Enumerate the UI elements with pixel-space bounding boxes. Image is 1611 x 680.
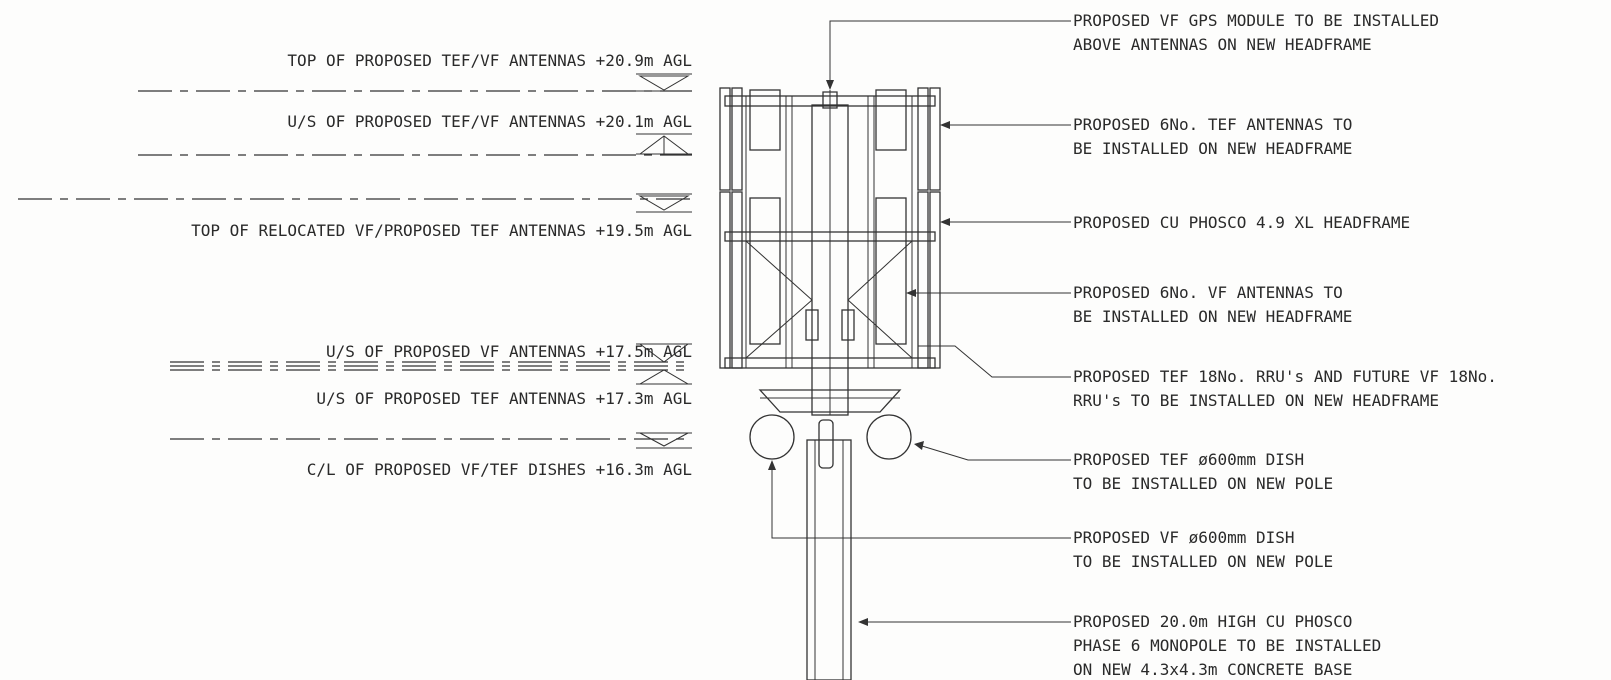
- level-label-dishes-cl: C/L OF PROPOSED VF/TEF DISHES +16.3m AGL: [307, 460, 692, 479]
- monopole-structure: [719, 87, 941, 680]
- left-frame-upper: [719, 87, 731, 191]
- level-marker-19-5: [636, 193, 692, 213]
- right-frame-lower: [917, 191, 929, 369]
- leader-tef-dish: [921, 445, 1071, 461]
- tef-antenna-right: [875, 89, 907, 151]
- vf-antenna-left: [749, 197, 781, 345]
- left-frame-lower-b: [731, 191, 743, 369]
- callout-vf-dish-line-1: PROPOSED VF ø600mm DISH: [1073, 528, 1295, 547]
- callout-rru-line-1: PROPOSED TEF 18No. RRU's AND FUTURE VF 1…: [1073, 367, 1497, 386]
- level-label-us-tef-vf: U/S OF PROPOSED TEF/VF ANTENNAS +20.1m A…: [287, 112, 692, 131]
- dish-mount: [818, 419, 834, 469]
- callout-tef-dish-line-2: TO BE INSTALLED ON NEW POLE: [1073, 474, 1333, 493]
- level-marker-17-5: [636, 343, 692, 385]
- vf-dish: [749, 414, 795, 460]
- rru-right: [841, 309, 855, 341]
- leader-vf-dish-arrow: [768, 460, 776, 470]
- headframe-low-bar: [724, 357, 936, 369]
- callout-rru-line-2: RRU's TO BE INSTALLED ON NEW HEADFRAME: [1073, 391, 1439, 410]
- left-frame-lower: [719, 191, 731, 369]
- leader-monopole-arrow: [858, 618, 868, 626]
- callout-gps-line-1: PROPOSED VF GPS MODULE TO BE INSTALLED: [1073, 11, 1439, 30]
- monopole: [806, 439, 852, 680]
- leader-lines: [768, 20, 1071, 626]
- callout-tef-antennas-line-1: PROPOSED 6No. TEF ANTENNAS TO: [1073, 115, 1352, 134]
- headframe-bracket: [758, 389, 902, 413]
- leader-vf-dish: [771, 466, 1071, 539]
- leader-vf-antennas-arrow: [906, 289, 916, 297]
- right-frame-lower-b: [929, 191, 941, 369]
- left-frame-upper-b: [731, 87, 743, 191]
- level-lines: [18, 73, 692, 449]
- right-frame-upper-b: [929, 87, 941, 191]
- callout-monopole-line-3: ON NEW 4.3x4.3m CONCRETE BASE: [1073, 660, 1352, 679]
- callout-vf-antennas-line-2: BE INSTALLED ON NEW HEADFRAME: [1073, 307, 1352, 326]
- right-frame-upper: [917, 87, 929, 191]
- leader-tef-dish-arrow: [914, 441, 924, 450]
- leader-gps-arrow: [826, 80, 834, 90]
- level-label-us-vf: U/S OF PROPOSED VF ANTENNAS +17.5m AGL: [326, 342, 692, 361]
- leader-headframe-arrow: [940, 218, 950, 226]
- callout-tef-dish-line-1: PROPOSED TEF ø600mm DISH: [1073, 450, 1304, 469]
- level-marker-16-3: [636, 432, 692, 449]
- level-labels: TOP OF PROPOSED TEF/VF ANTENNAS +20.9m A…: [191, 51, 692, 479]
- gps-module: [822, 91, 838, 109]
- leader-gps: [829, 20, 1071, 84]
- tef-antenna-left: [749, 89, 781, 151]
- level-marker-20-1: [636, 133, 692, 155]
- callout-headframe: PROPOSED CU PHOSCO 4.9 XL HEADFRAME: [1073, 213, 1410, 232]
- callout-labels: PROPOSED VF GPS MODULE TO BE INSTALLED A…: [1073, 11, 1497, 679]
- callout-vf-dish-line-2: TO BE INSTALLED ON NEW POLE: [1073, 552, 1333, 571]
- level-label-top-relocated: TOP OF RELOCATED VF/PROPOSED TEF ANTENNA…: [191, 221, 692, 240]
- rru-left: [805, 309, 819, 341]
- level-label-top-tef-vf: TOP OF PROPOSED TEF/VF ANTENNAS +20.9m A…: [287, 51, 692, 70]
- vf-antenna-right: [875, 197, 907, 345]
- headframe-top-bar: [724, 95, 936, 107]
- callout-tef-antennas-line-2: BE INSTALLED ON NEW HEADFRAME: [1073, 139, 1352, 158]
- callout-monopole-line-2: PHASE 6 MONOPOLE TO BE INSTALLED: [1073, 636, 1381, 655]
- level-marker-20-9: [636, 73, 692, 92]
- callout-vf-antennas-line-1: PROPOSED 6No. VF ANTENNAS TO: [1073, 283, 1343, 302]
- callout-monopole-line-1: PROPOSED 20.0m HIGH CU PHOSCO: [1073, 612, 1352, 631]
- tef-dish: [866, 414, 912, 460]
- callout-gps-line-2: ABOVE ANTENNAS ON NEW HEADFRAME: [1073, 35, 1372, 54]
- headframe-mid-bar: [724, 231, 936, 242]
- leader-rru: [918, 345, 1071, 378]
- level-label-us-tef: U/S OF PROPOSED TEF ANTENNAS +17.3m AGL: [316, 389, 692, 408]
- leader-tef-antennas-arrow: [940, 121, 950, 129]
